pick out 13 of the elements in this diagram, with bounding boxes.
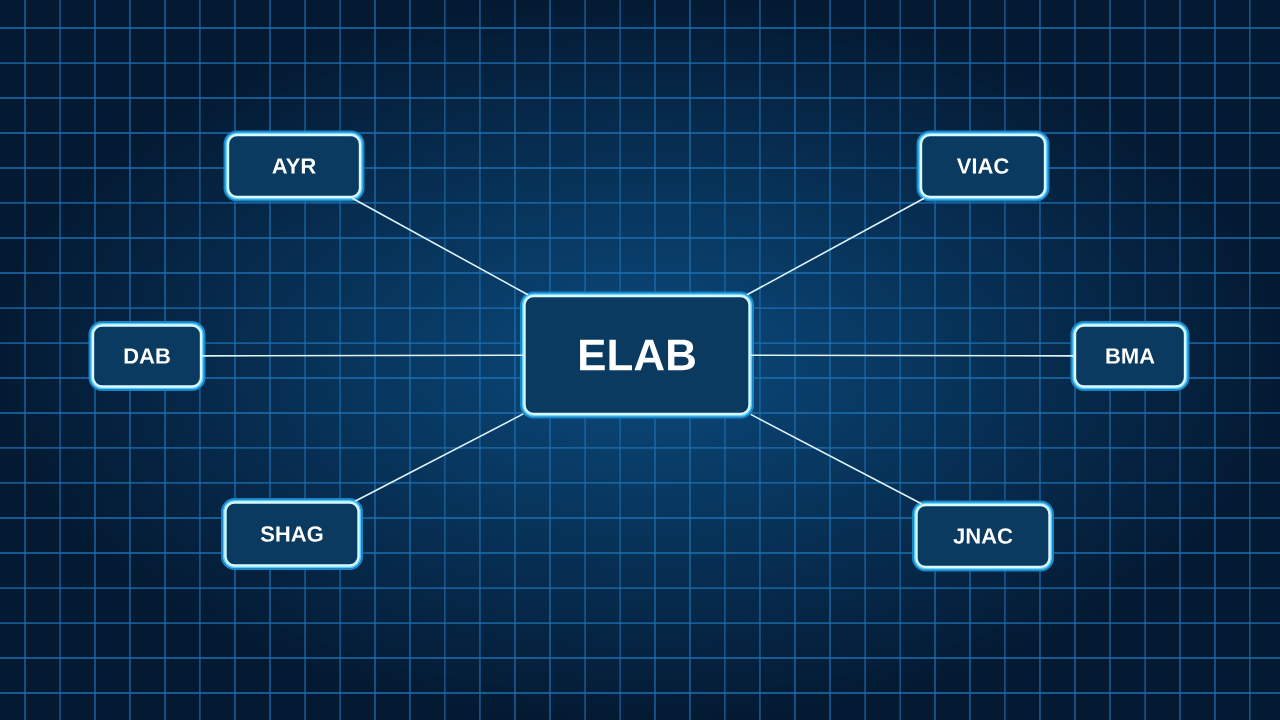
- connector-line: [749, 354, 1075, 357]
- central-box: ELAB: [520, 291, 754, 419]
- process-box: AYR: [223, 130, 365, 202]
- process-box: VIAC: [916, 130, 1050, 202]
- connector-line: [201, 354, 525, 357]
- connector-line: [351, 197, 529, 296]
- connector-line: [749, 413, 923, 505]
- process-box: DAB: [88, 321, 206, 391]
- connector-line: [354, 413, 525, 503]
- process-box: SHAG: [221, 498, 363, 570]
- process-box: BMA: [1070, 321, 1190, 391]
- process-box: JNAC: [912, 500, 1054, 572]
- connector-line: [746, 197, 925, 296]
